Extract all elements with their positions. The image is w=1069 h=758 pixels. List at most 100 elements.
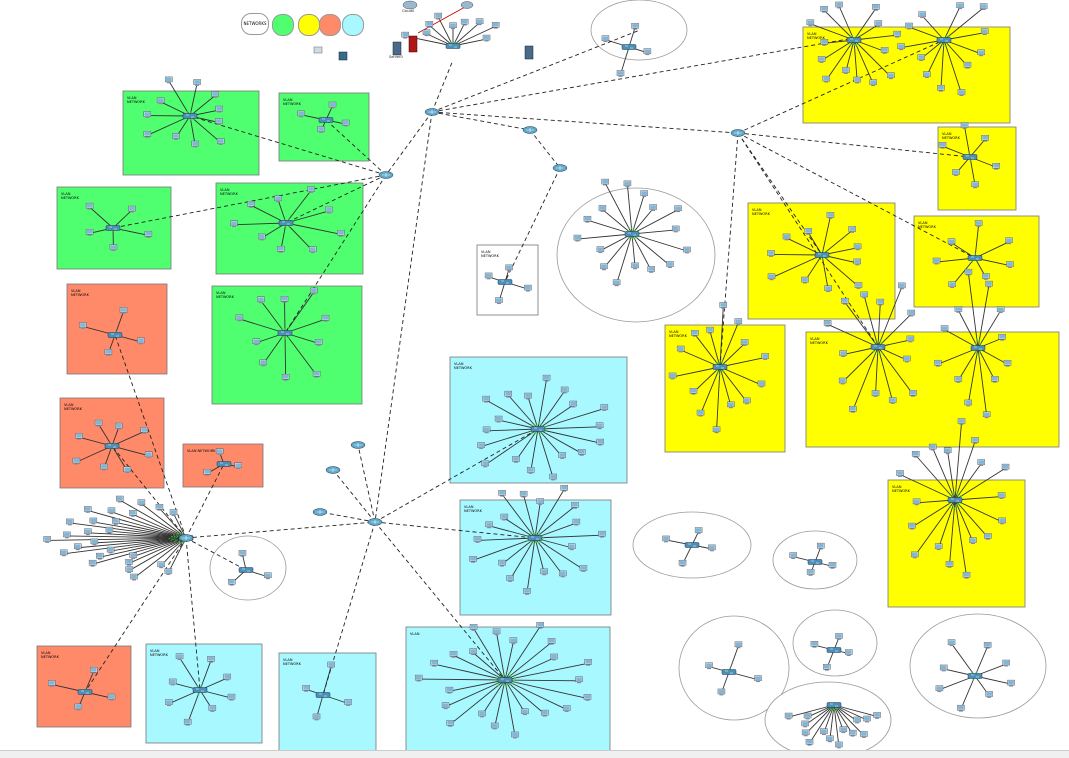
pc-icon[interactable]: [944, 448, 951, 454]
pc-icon[interactable]: [74, 544, 81, 550]
pc-icon[interactable]: [483, 35, 490, 41]
pc-icon[interactable]: [60, 550, 67, 556]
switch-icon[interactable]: [217, 462, 231, 467]
south-router-icon[interactable]: [368, 519, 382, 526]
switch-icon[interactable]: [498, 678, 512, 683]
zone-y3[interactable]: [748, 203, 895, 319]
switch-icon[interactable]: [319, 118, 333, 123]
pc-icon[interactable]: [617, 70, 624, 76]
switch-icon[interactable]: [498, 280, 512, 285]
zone-g5[interactable]: [212, 286, 362, 404]
switch-icon[interactable]: [106, 226, 120, 231]
pc-icon[interactable]: [194, 79, 201, 85]
pc-icon[interactable]: [908, 310, 915, 316]
pc-icon[interactable]: [919, 12, 926, 18]
pc-icon[interactable]: [435, 13, 442, 19]
pc-icon[interactable]: [807, 20, 814, 26]
zone-r2[interactable]: [60, 398, 164, 488]
zone-y6[interactable]: [806, 332, 1059, 447]
switch-icon[interactable]: [948, 498, 962, 503]
pc-icon[interactable]: [165, 77, 172, 83]
legend-networks[interactable]: NETWORKS: [241, 13, 269, 35]
zone-c1[interactable]: [450, 357, 627, 483]
pc-icon[interactable]: [602, 179, 609, 185]
wireless-ap-icon[interactable]: [314, 47, 347, 60]
pc-icon[interactable]: [821, 6, 828, 12]
pc-icon[interactable]: [476, 19, 483, 25]
switch-icon[interactable]: [963, 155, 977, 160]
pc-icon[interactable]: [170, 510, 177, 516]
switch-icon[interactable]: [622, 45, 636, 50]
switch-icon[interactable]: [827, 703, 841, 708]
distribution-router-icon[interactable]: [379, 172, 393, 179]
pc-icon[interactable]: [872, 4, 879, 10]
router-icon[interactable]: [351, 442, 365, 449]
switch-icon[interactable]: [847, 38, 861, 43]
switch-icon[interactable]: [871, 345, 885, 350]
pc-icon[interactable]: [561, 485, 568, 491]
east-router-icon[interactable]: [731, 130, 745, 137]
ellipse-group-1[interactable]: [557, 188, 715, 322]
legend-green[interactable]: [272, 14, 294, 36]
switch-icon[interactable]: [713, 365, 727, 370]
pc-icon[interactable]: [89, 560, 96, 566]
switch-icon[interactable]: [685, 543, 699, 548]
pc-icon[interactable]: [130, 574, 137, 580]
switch-icon[interactable]: [827, 648, 841, 653]
zone-y5[interactable]: [665, 325, 785, 452]
switch-icon[interactable]: [446, 44, 460, 49]
pc-icon[interactable]: [90, 518, 97, 524]
pc-icon[interactable]: [912, 451, 919, 457]
switch-icon[interactable]: [183, 114, 197, 119]
switch-icon[interactable]: [316, 693, 330, 698]
pc-icon[interactable]: [126, 559, 133, 565]
switch-icon[interactable]: [531, 427, 545, 432]
switch-icon[interactable]: [78, 690, 92, 695]
switch-icon[interactable]: [971, 346, 985, 351]
switch-icon[interactable]: [625, 232, 639, 237]
pc-icon[interactable]: [96, 553, 103, 559]
switch-icon[interactable]: [937, 38, 951, 43]
legend-yellow[interactable]: [298, 14, 320, 36]
core-router-icon[interactable]: [425, 109, 439, 116]
pc-icon[interactable]: [44, 536, 51, 542]
ellipse-group-6[interactable]: [793, 610, 877, 676]
server-icon[interactable]: [393, 36, 533, 59]
pc-icon[interactable]: [520, 491, 527, 497]
pc-icon[interactable]: [402, 32, 409, 38]
pc-icon[interactable]: [720, 302, 727, 308]
cloud-icon[interactable]: [403, 1, 473, 9]
ellipse-group-8[interactable]: [765, 682, 891, 757]
pc-icon[interactable]: [63, 532, 70, 538]
switch-icon[interactable]: [105, 444, 119, 449]
switch-icon[interactable]: [968, 674, 982, 679]
switch-icon[interactable]: [528, 536, 542, 541]
pc-icon[interactable]: [91, 539, 98, 545]
pc-icon[interactable]: [158, 562, 165, 568]
router-icon[interactable]: [553, 165, 567, 172]
switch-icon[interactable]: [193, 688, 207, 693]
switch-icon[interactable]: [815, 253, 829, 258]
switch-icon[interactable]: [239, 568, 253, 573]
pc-icon[interactable]: [84, 506, 91, 512]
zone-c5[interactable]: [406, 627, 610, 755]
pc-icon[interactable]: [108, 508, 115, 514]
pc-icon[interactable]: [130, 553, 137, 559]
pc-icon[interactable]: [978, 460, 985, 466]
pc-icon[interactable]: [126, 567, 133, 573]
pc-icon[interactable]: [112, 518, 119, 524]
pc-icon[interactable]: [836, 2, 843, 8]
switch-icon[interactable]: [722, 670, 736, 675]
switch-icon[interactable]: [808, 560, 822, 565]
pc-icon[interactable]: [66, 519, 73, 525]
switch-icon[interactable]: [279, 221, 293, 226]
switch-icon[interactable]: [968, 256, 982, 261]
switch-icon[interactable]: [108, 333, 122, 338]
ellipse-group-0[interactable]: [591, 0, 687, 60]
pc-icon[interactable]: [735, 319, 742, 325]
pc-icon[interactable]: [624, 181, 631, 187]
pc-icon[interactable]: [461, 19, 468, 25]
pc-icon[interactable]: [106, 527, 113, 533]
router-icon[interactable]: [523, 127, 537, 134]
